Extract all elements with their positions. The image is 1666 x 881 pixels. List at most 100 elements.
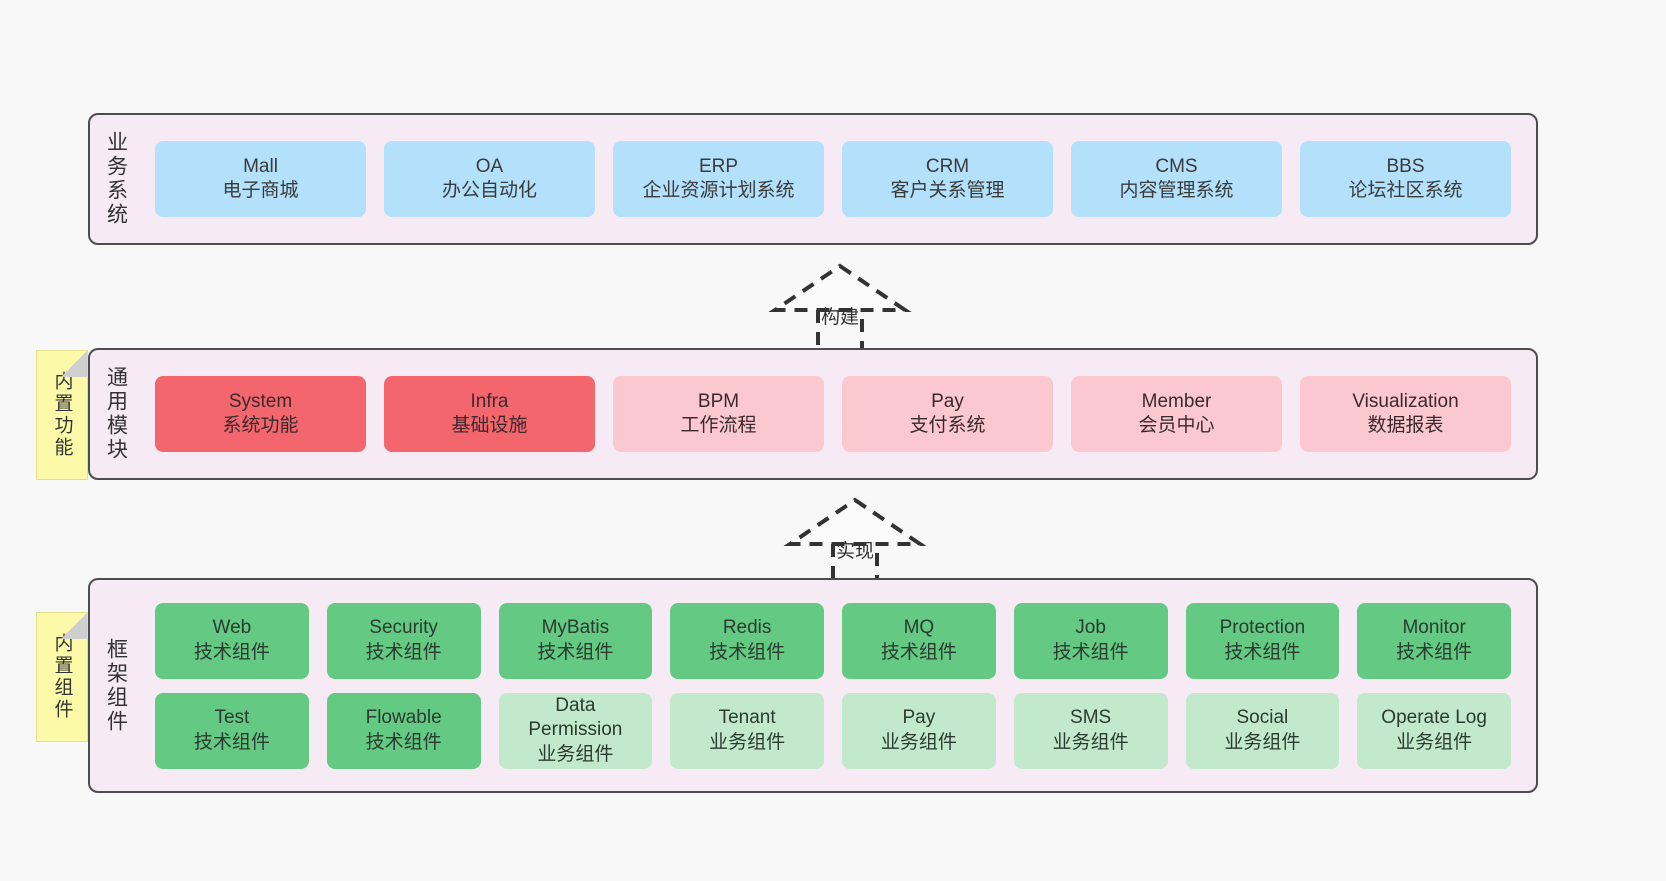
layer-framework-component: 框架组件 Web 技术组件 Test 技术组件 Security 技术组件 [88,578,1538,793]
node-col: Visualization 数据报表 [1291,350,1520,478]
layer-business-system: 业务系统 Mall 电子商城 OA 办公自动化 ERP 企业资源计划系统 [88,113,1538,245]
node-crm[interactable]: CRM 客户关系管理 [842,141,1053,217]
node-subtitle: 论坛社区系统 [1348,180,1463,201]
node-redis[interactable]: Redis 技术组件 [670,602,824,679]
node-job[interactable]: Job 技术组件 [1013,602,1168,679]
node-subtitle: 办公自动化 [441,180,537,201]
node-subtitle: 工作流程 [680,415,757,436]
node-title: Visualization [1352,390,1459,412]
node-subtitle: 技术组件 [1052,641,1129,663]
node-bpm[interactable]: BPM 工作流程 [613,376,824,452]
node-title: Member [1141,390,1212,412]
node-pay-module[interactable]: Pay 支付系统 [842,376,1053,452]
node-subtitle: 技术组件 [193,731,270,753]
node-title: BBS [1386,155,1425,177]
node-title: Data [555,695,596,717]
node-subtitle: 技术组件 [1224,641,1301,663]
node-subtitle: 业务组件 [709,731,786,753]
node-title: System [228,390,293,412]
node-col: CMS 内容管理系统 [1062,115,1291,243]
node-col: Security 技术组件 Flowable 技术组件 [318,580,490,791]
node-system[interactable]: System 系统功能 [155,376,366,452]
node-title: Mall [243,155,278,177]
node-subtitle: 数据报表 [1367,415,1444,436]
node-title: Redis [722,617,772,639]
node-member[interactable]: Member 会员中心 [1071,376,1282,452]
node-web[interactable]: Web 技术组件 [155,602,309,679]
node-subtitle: 技术组件 [709,641,786,663]
node-title: MQ [903,617,935,639]
node-security[interactable]: Security 技术组件 [326,602,481,679]
node-subtitle: 技术组件 [537,641,614,663]
node-title: Protection [1219,617,1306,639]
node-test[interactable]: Test 技术组件 [155,692,309,769]
node-social[interactable]: Social 业务组件 [1185,692,1340,769]
node-title: Test [214,707,250,729]
node-infra[interactable]: Infra 基础设施 [384,376,595,452]
node-subtitle: 系统功能 [222,415,299,436]
layer-common-module: 通用模块 System 系统功能 Infra 基础设施 BPM 工作流程 [88,348,1538,480]
node-flowable[interactable]: Flowable 技术组件 [326,692,481,769]
connector-build: 构建 [745,258,935,358]
node-col: Protection 技术组件 Social 业务组件 [1177,580,1349,791]
layer-label-common-module: 通用模块 [104,366,128,462]
node-col: BPM 工作流程 [604,350,833,478]
node-erp[interactable]: ERP 企业资源计划系统 [613,141,824,217]
node-bbs[interactable]: BBS 论坛社区系统 [1300,141,1511,217]
node-col: Job 技术组件 SMS 业务组件 [1005,580,1177,791]
node-sms[interactable]: SMS 业务组件 [1013,692,1168,769]
node-operate-log[interactable]: Operate Log 业务组件 [1357,692,1511,769]
node-title: SMS [1070,707,1112,729]
node-subtitle: 支付系统 [909,415,986,436]
node-monitor[interactable]: Monitor 技术组件 [1357,602,1511,679]
node-subtitle: 基础设施 [451,415,528,436]
node-col: MyBatis 技术组件 Data Permission 业务组件 [490,580,662,791]
node-pay-component[interactable]: Pay 业务组件 [842,692,996,769]
node-col: Infra 基础设施 [375,350,604,478]
node-title: OA [475,155,504,177]
node-title-line2: Permission [528,719,623,741]
node-subtitle: 技术组件 [365,731,442,753]
layer-business-system-boxes: Mall 电子商城 OA 办公自动化 ERP 企业资源计划系统 CRM [142,115,1536,243]
node-title: Tenant [718,707,776,729]
node-subtitle: 业务组件 [1224,731,1301,753]
node-title: Job [1075,617,1106,639]
node-tenant[interactable]: Tenant 业务组件 [670,692,824,769]
node-title: BPM [697,390,740,412]
node-col: Pay 支付系统 [833,350,1062,478]
node-subtitle: 技术组件 [365,641,442,663]
node-subtitle: 技术组件 [1396,641,1473,663]
node-title: Social [1236,707,1289,729]
node-subtitle: 企业资源计划系统 [642,180,795,201]
node-protection[interactable]: Protection 技术组件 [1185,602,1340,679]
node-mall[interactable]: Mall 电子商城 [155,141,366,217]
node-title: Security [369,617,438,639]
node-subtitle: 业务组件 [1396,731,1473,753]
node-visualization[interactable]: Visualization 数据报表 [1300,376,1511,452]
node-title: Monitor [1402,617,1466,639]
node-subtitle: 技术组件 [193,641,270,663]
node-oa[interactable]: OA 办公自动化 [384,141,595,217]
node-title: Pay [902,707,936,729]
node-title: Infra [470,390,509,412]
layer-label-framework-component: 框架组件 [104,637,128,734]
connector-build-label: 构建 [820,307,859,328]
layer-common-module-boxes: System 系统功能 Infra 基础设施 BPM 工作流程 Pay [142,350,1536,478]
node-data-permission[interactable]: Data Permission 业务组件 [498,692,653,769]
node-cms[interactable]: CMS 内容管理系统 [1071,141,1282,217]
node-subtitle: 会员中心 [1138,415,1215,436]
node-subtitle: 内容管理系统 [1119,180,1234,201]
node-title: Web [212,617,252,639]
node-title: Pay [931,390,964,412]
node-subtitle: 客户关系管理 [890,180,1005,201]
node-subtitle: 业务组件 [1052,731,1129,753]
node-col: Redis 技术组件 Tenant 业务组件 [661,580,833,791]
node-col: Mall 电子商城 [146,115,375,243]
node-subtitle: 电子商城 [222,180,299,201]
node-subtitle: 业务组件 [537,743,614,765]
note-builtin-features: 内置功能 [36,350,88,480]
node-mq[interactable]: MQ 技术组件 [842,602,996,679]
node-col: BBS 论坛社区系统 [1291,115,1520,243]
node-mybatis[interactable]: MyBatis 技术组件 [498,602,653,679]
